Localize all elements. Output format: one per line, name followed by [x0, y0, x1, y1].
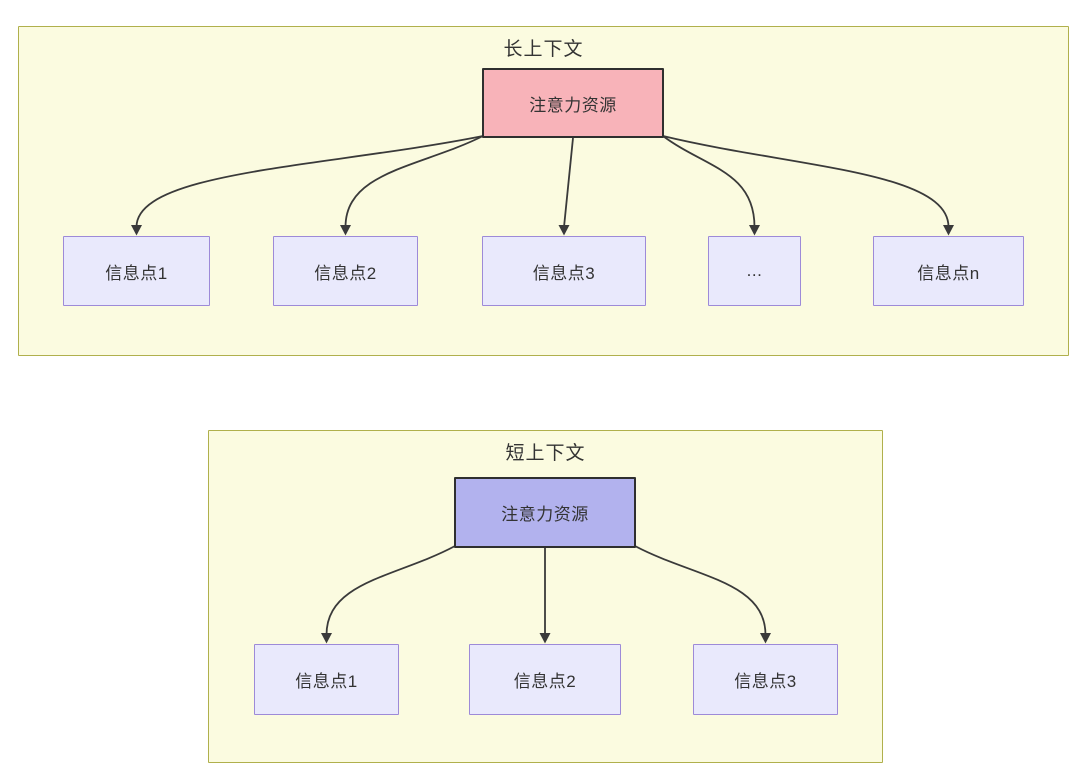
long-context-info-box-2: 信息点2: [273, 236, 418, 306]
short-context-info-box-3: 信息点3: [693, 644, 838, 715]
long-context-info-box-5: 信息点n: [873, 236, 1024, 306]
long-context-info-box-3: 信息点3: [482, 236, 646, 306]
short-context-info-box-1: 信息点1: [254, 644, 399, 715]
long-context-attention-box: 注意力资源: [482, 68, 664, 138]
short-context-title: 短上下文: [505, 443, 586, 464]
short-context-info-box-2: 信息点2: [469, 644, 621, 715]
long-context-info-box-1: 信息点1: [63, 236, 210, 306]
long-context-info-box-4: ...: [708, 236, 801, 306]
long-context-title: 长上下文: [503, 39, 584, 60]
short-context-attention-box: 注意力资源: [454, 477, 636, 548]
